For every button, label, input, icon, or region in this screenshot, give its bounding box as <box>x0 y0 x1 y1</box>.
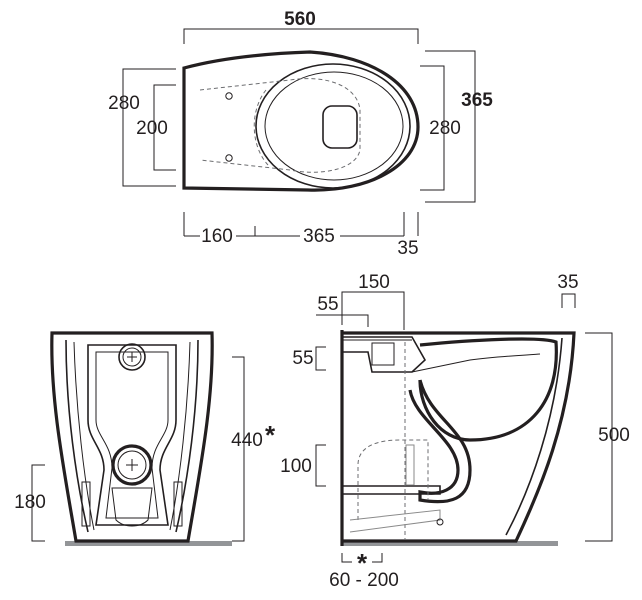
dim-line-60-200 <box>341 553 352 563</box>
dim-560-label: 560 <box>284 9 316 30</box>
front-view-inner-left <box>65 339 89 533</box>
dim-500-label: 500 <box>598 425 630 446</box>
top-view-outline <box>182 50 420 192</box>
dim-line-left-200 <box>153 84 176 171</box>
top-view-fixing-hole-lower <box>225 154 233 162</box>
side-view-hidden-base <box>349 509 441 533</box>
top-view-hidden-rim <box>253 89 269 166</box>
dim-right-365-label: 365 <box>461 90 493 111</box>
dim-line-55-top <box>316 314 369 327</box>
side-view: 150 55 35 55 100 500 * 60 - 200 <box>280 272 630 591</box>
top-view-rim <box>255 63 411 189</box>
dim-440-star: * <box>265 420 276 450</box>
side-view-bowl <box>418 337 558 442</box>
front-view-drain-inner <box>117 450 147 480</box>
dim-55-top-label: 55 <box>317 294 338 315</box>
dim-160-label: 160 <box>201 226 233 247</box>
side-view-inlet <box>342 336 427 373</box>
dim-right-280-label: 280 <box>429 118 461 139</box>
dim-line-500 <box>585 332 613 542</box>
side-view-hidden-duct <box>357 439 429 520</box>
dim-line-left-280 <box>122 68 176 187</box>
dim-100-label: 100 <box>280 456 312 477</box>
front-view-inner-left-2 <box>73 341 95 531</box>
front-view-slot-right <box>173 481 183 527</box>
dim-left-200-label: 200 <box>136 118 168 139</box>
dim-150-label: 150 <box>358 272 390 293</box>
side-view-outline-inner <box>505 337 563 536</box>
front-view-inner-right <box>175 339 199 533</box>
top-view-fixing-hole-upper <box>225 92 233 100</box>
dim-60-200-star: * <box>357 548 368 578</box>
top-view: 560 280 200 280 365 160 365 35 <box>108 9 493 259</box>
dim-line-560 <box>183 28 419 44</box>
dim-180-label: 180 <box>14 492 46 513</box>
side-view-trap <box>408 379 472 504</box>
front-view-inner-right-2 <box>169 341 191 531</box>
front-view-drain <box>111 444 153 486</box>
dim-440-label: 440 <box>231 430 263 451</box>
dim-line-right-365 <box>425 50 476 203</box>
side-view-inlet-block <box>371 342 395 366</box>
dim-line-right-280 <box>420 65 445 191</box>
front-view: 440 * 180 <box>14 331 276 546</box>
front-view-floor <box>65 541 232 546</box>
dim-line-60-200-right <box>372 553 383 563</box>
dim-line-180 <box>31 464 45 542</box>
dim-60-200-label: 60 - 200 <box>329 570 399 591</box>
front-view-neck <box>111 487 153 527</box>
side-view-fixing-hole <box>436 518 444 526</box>
dim-left-280-label: 280 <box>108 93 140 114</box>
side-view-floor <box>343 541 558 546</box>
front-view-inlet <box>118 343 146 371</box>
top-view-outlet <box>322 105 358 149</box>
side-view-flush <box>411 353 541 373</box>
front-view-recess-inner <box>95 351 169 519</box>
dim-line-35-rim <box>561 293 576 308</box>
front-view-recess <box>87 344 177 526</box>
front-view-inlet-inner <box>122 347 142 367</box>
dim-line-55-left <box>315 346 326 371</box>
dim-365-bottom-label: 365 <box>303 226 335 247</box>
dim-35-rim-label: 35 <box>557 272 578 293</box>
dim-35-bottom-label: 35 <box>397 238 418 259</box>
side-view-hidden-bolt <box>405 444 415 486</box>
side-view-outline <box>342 331 576 543</box>
front-view-slot-left <box>81 481 91 527</box>
dim-line-100 <box>315 444 326 487</box>
dim-line-440 <box>232 356 245 542</box>
front-view-outline <box>50 331 214 543</box>
dim-line-150 <box>341 291 405 330</box>
side-view-outlet <box>342 485 441 495</box>
dim-55-left-label: 55 <box>292 348 313 369</box>
top-view-bowl-inner <box>264 71 404 181</box>
